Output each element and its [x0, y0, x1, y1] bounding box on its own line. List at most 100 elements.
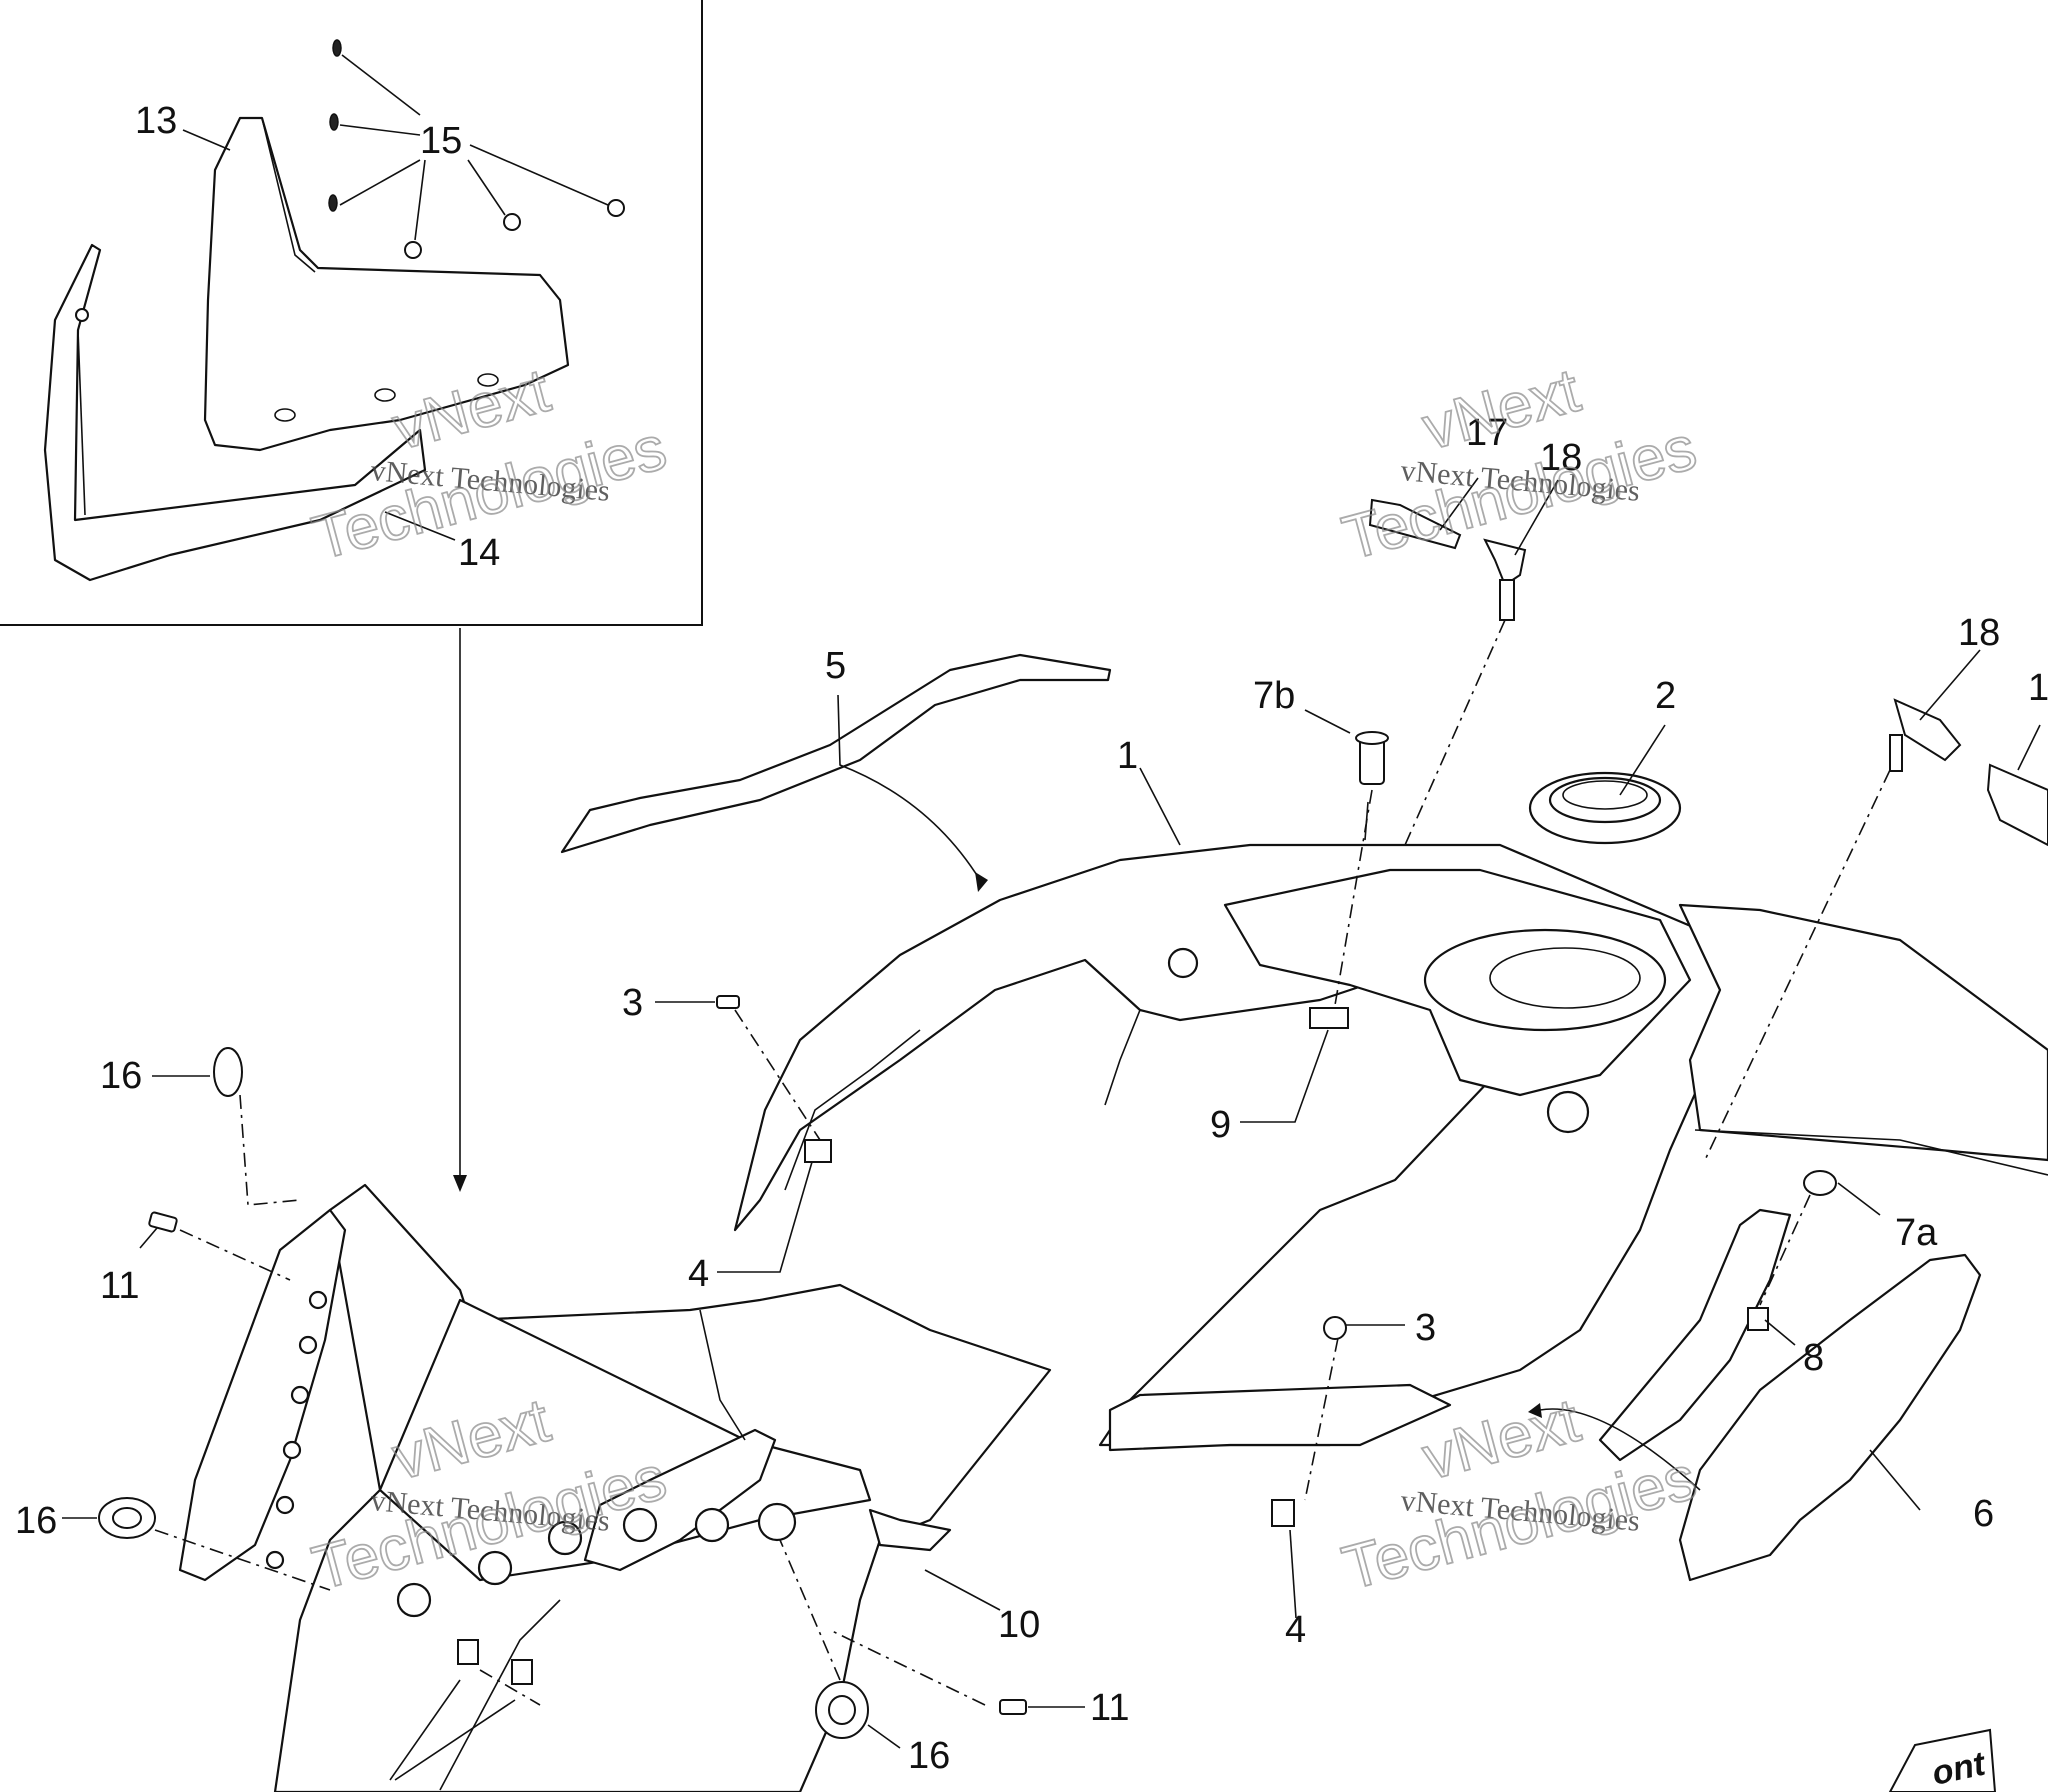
leader-2: [1619, 724, 1666, 796]
part-2-gauge-bezel: [1528, 771, 1682, 845]
leader-4-left: [394, 1699, 516, 1781]
dash-16: [779, 1539, 841, 1681]
part-1-lower-skirt: [1108, 1383, 1452, 1452]
part-10-intake-top: [378, 1298, 872, 1582]
leader-18: [1919, 649, 1981, 721]
part-18-latch: [1893, 698, 1962, 762]
leader-1: [2017, 724, 2041, 771]
leader-18: [1514, 479, 1559, 556]
callout-13: 13: [135, 100, 177, 142]
callout-16: 16: [100, 1055, 142, 1097]
part-1-main-panel: [733, 843, 2048, 1452]
callout-9: 9: [1210, 1104, 1231, 1146]
part-15-nut: [607, 199, 625, 217]
leader-5-arrow: [975, 872, 988, 892]
inset-arrow-head: [453, 1175, 467, 1192]
part-18-stud: [1889, 734, 1903, 772]
part-2-lip: [1562, 780, 1648, 810]
callout-10: 10: [998, 1604, 1040, 1646]
part-6-bracket: [1598, 1208, 1792, 1462]
part-1-flange: [784, 1029, 921, 1191]
callout-7a: 7a: [1895, 1212, 1938, 1254]
leader-15: [341, 54, 421, 116]
dash-7b: [1334, 789, 1373, 1006]
leader-6-curve: [1539, 1408, 1701, 1491]
part-15-screw: [329, 113, 339, 131]
part-6-side-trim: [1678, 1253, 1982, 1582]
part-10-right-duct: [868, 1508, 952, 1552]
part-4-clip: [804, 1139, 832, 1163]
part-7a-bolt: [1803, 1170, 1837, 1196]
part-10-vent: [757, 1502, 797, 1542]
leader-4-left: [389, 1679, 461, 1781]
part-3-screw: [1323, 1316, 1347, 1340]
leader-8: [1764, 1319, 1796, 1346]
hardware: [98, 498, 2048, 1739]
part-14-trim: [43, 243, 427, 582]
dash-4: [479, 1669, 541, 1706]
dash-16: [239, 1094, 301, 1206]
callout-5: 5: [825, 645, 846, 687]
leader-14: [384, 511, 456, 541]
leader-lines: [62, 477, 2041, 1781]
leader-16: [867, 1724, 901, 1749]
callout-8: 8: [1803, 1337, 1824, 1379]
part-10-vent: [298, 1335, 318, 1355]
part-1-right-wing: [1678, 903, 2048, 1162]
part-10-vent: [547, 1520, 583, 1556]
callout-7b: 7b: [1253, 675, 1295, 717]
callout-15: 15: [420, 120, 462, 162]
dash-3: [734, 1009, 821, 1141]
part-3-screw: [716, 995, 740, 1009]
leader-9: [1240, 1029, 1329, 1123]
part-10-vent: [275, 1495, 295, 1515]
leader-7a: [1837, 1182, 1881, 1216]
leader-1: [1139, 767, 1181, 846]
callout-18: 18: [1540, 437, 1582, 479]
callout-1: 1: [2028, 667, 2048, 709]
leader-6-arrow: [1528, 1403, 1542, 1418]
part-10-vent: [282, 1440, 302, 1460]
part-7b-head: [1355, 731, 1389, 745]
part-17-latch: [1368, 498, 1462, 550]
leader-13: [182, 129, 231, 151]
callout-16: 16: [15, 1500, 57, 1542]
dash-11: [179, 1229, 291, 1281]
part-1-hole: [1546, 1090, 1590, 1134]
part-10-vent: [396, 1582, 432, 1618]
part-10-left-flank: [178, 1208, 347, 1582]
callout-labels: 1 2 3 3 4 4 5 6 7a 7b 8 9 10 11 11 16 16…: [15, 412, 2048, 1777]
leader-15: [467, 159, 506, 216]
part-1-flange: [1104, 1009, 1141, 1106]
leader-17: [1439, 477, 1479, 531]
leader-4: [717, 1161, 813, 1273]
callout-11: 11: [1090, 1687, 1129, 1729]
part-1-gauge-opening: [1423, 928, 1667, 1032]
part-16-grommet: [213, 1047, 243, 1097]
part-9-clip: [1309, 1007, 1349, 1029]
part-16-grommet-hole: [828, 1695, 856, 1725]
callout-6: 6: [1973, 1493, 1994, 1535]
part-10-vent: [290, 1385, 310, 1405]
part-10-vent: [308, 1290, 328, 1310]
part-8-nut: [1747, 1307, 1769, 1331]
part-10-vent: [694, 1507, 730, 1543]
leader-5: [837, 694, 981, 881]
part-13-hole: [274, 408, 296, 422]
dash-18: [1704, 769, 1891, 1161]
part-1-wing-edge: [1694, 1129, 2048, 1176]
part-1-gauge-ring: [1489, 947, 1641, 1009]
callout-16: 16: [908, 1735, 950, 1777]
part-15-nut: [503, 213, 521, 231]
part-10-edge: [439, 1599, 561, 1791]
callout-14: 14: [458, 532, 500, 574]
part-1-hole: [1167, 947, 1199, 979]
part-2-inner: [1548, 776, 1662, 824]
leader-6: [1869, 1449, 1921, 1511]
leader-10: [924, 1569, 1001, 1611]
part-10-edge: [699, 1309, 746, 1441]
part-16-grommet-hole: [112, 1507, 142, 1529]
part-15-nut: [404, 241, 422, 259]
part-18-stud: [1499, 579, 1515, 621]
